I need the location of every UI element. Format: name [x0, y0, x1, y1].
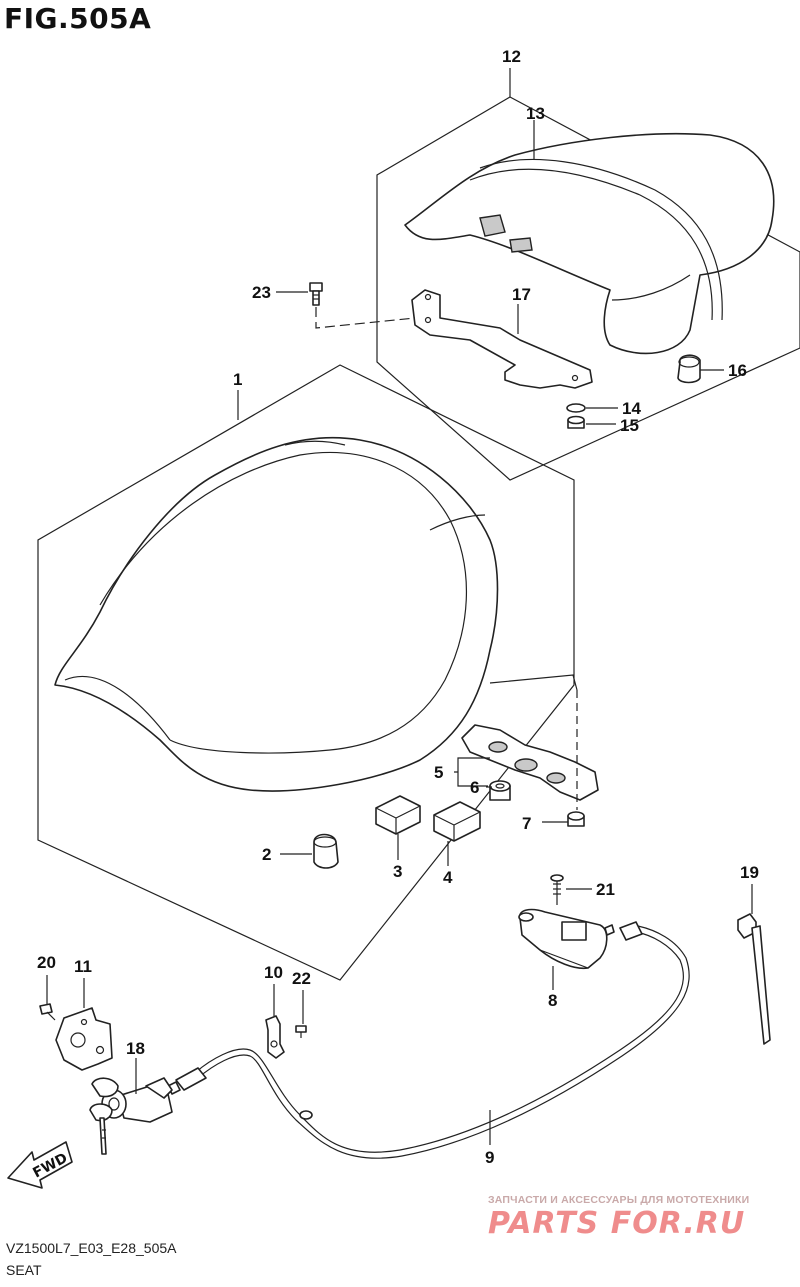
callout-3: 3 — [393, 862, 402, 881]
seat-latch — [518, 908, 608, 970]
screw-21 — [550, 874, 564, 905]
rear-seat-group-outline — [376, 96, 800, 481]
callout-11: 11 — [74, 957, 92, 976]
callout-6: 6 — [470, 778, 479, 797]
pad-3 — [375, 795, 421, 835]
bolt-23 — [309, 282, 323, 306]
callout-17: 17 — [512, 285, 531, 304]
callout-19: 19 — [740, 863, 759, 882]
callout-4: 4 — [443, 868, 453, 887]
pad-4 — [433, 801, 481, 842]
rear-seat — [404, 132, 775, 355]
watermark-brand: PARTS FOR.RU — [488, 1206, 746, 1241]
callout-12: 12 — [502, 47, 521, 66]
nut-15 — [567, 415, 585, 429]
callout-2: 2 — [262, 845, 271, 864]
callout-23: 23 — [252, 283, 271, 302]
callout-21: 21 — [596, 880, 615, 899]
figure-title: FIG.505A — [4, 2, 152, 35]
spacer-6 — [489, 780, 511, 801]
callout-1: 1 — [233, 370, 242, 389]
fwd-arrow: FWD — [7, 1141, 73, 1189]
cable-clip — [265, 1015, 285, 1059]
callout-22: 22 — [292, 969, 311, 988]
screw-22 — [295, 1025, 307, 1038]
cushion-2 — [313, 833, 339, 869]
release-cable — [167, 921, 690, 1159]
seat-plate — [461, 724, 599, 801]
seat-lock — [89, 1077, 173, 1155]
front-seat-group-outline — [37, 364, 575, 981]
watermark-tagline: ЗАПЧАСТИ И АКСЕССУАРЫ ДЛЯ МОТОТЕХНИКИ — [488, 1194, 750, 1206]
callout-15: 15 — [620, 416, 639, 435]
callout-5: 5 — [434, 763, 443, 782]
callout-9: 9 — [485, 1148, 494, 1167]
callout-14: 14 — [622, 399, 641, 418]
callout-8: 8 — [548, 991, 557, 1010]
callout-10: 10 — [264, 963, 283, 982]
callout-18: 18 — [126, 1039, 145, 1058]
strap-19 — [737, 913, 771, 1045]
lock-bracket — [55, 1007, 113, 1071]
callout-13: 13 — [526, 104, 545, 123]
washer-14 — [566, 403, 586, 413]
figure-caption: SEAT — [6, 1262, 42, 1278]
callout-20: 20 — [37, 953, 56, 972]
model-code: VZ1500L7_E03_E28_505A — [6, 1240, 177, 1256]
callout-7: 7 — [522, 814, 531, 833]
callout-16: 16 — [728, 361, 747, 380]
nut-7 — [567, 811, 585, 827]
front-seat — [54, 436, 499, 792]
rear-seat-bracket — [411, 289, 593, 389]
cushion-16 — [677, 354, 701, 384]
bolt-20 — [39, 1003, 56, 1021]
